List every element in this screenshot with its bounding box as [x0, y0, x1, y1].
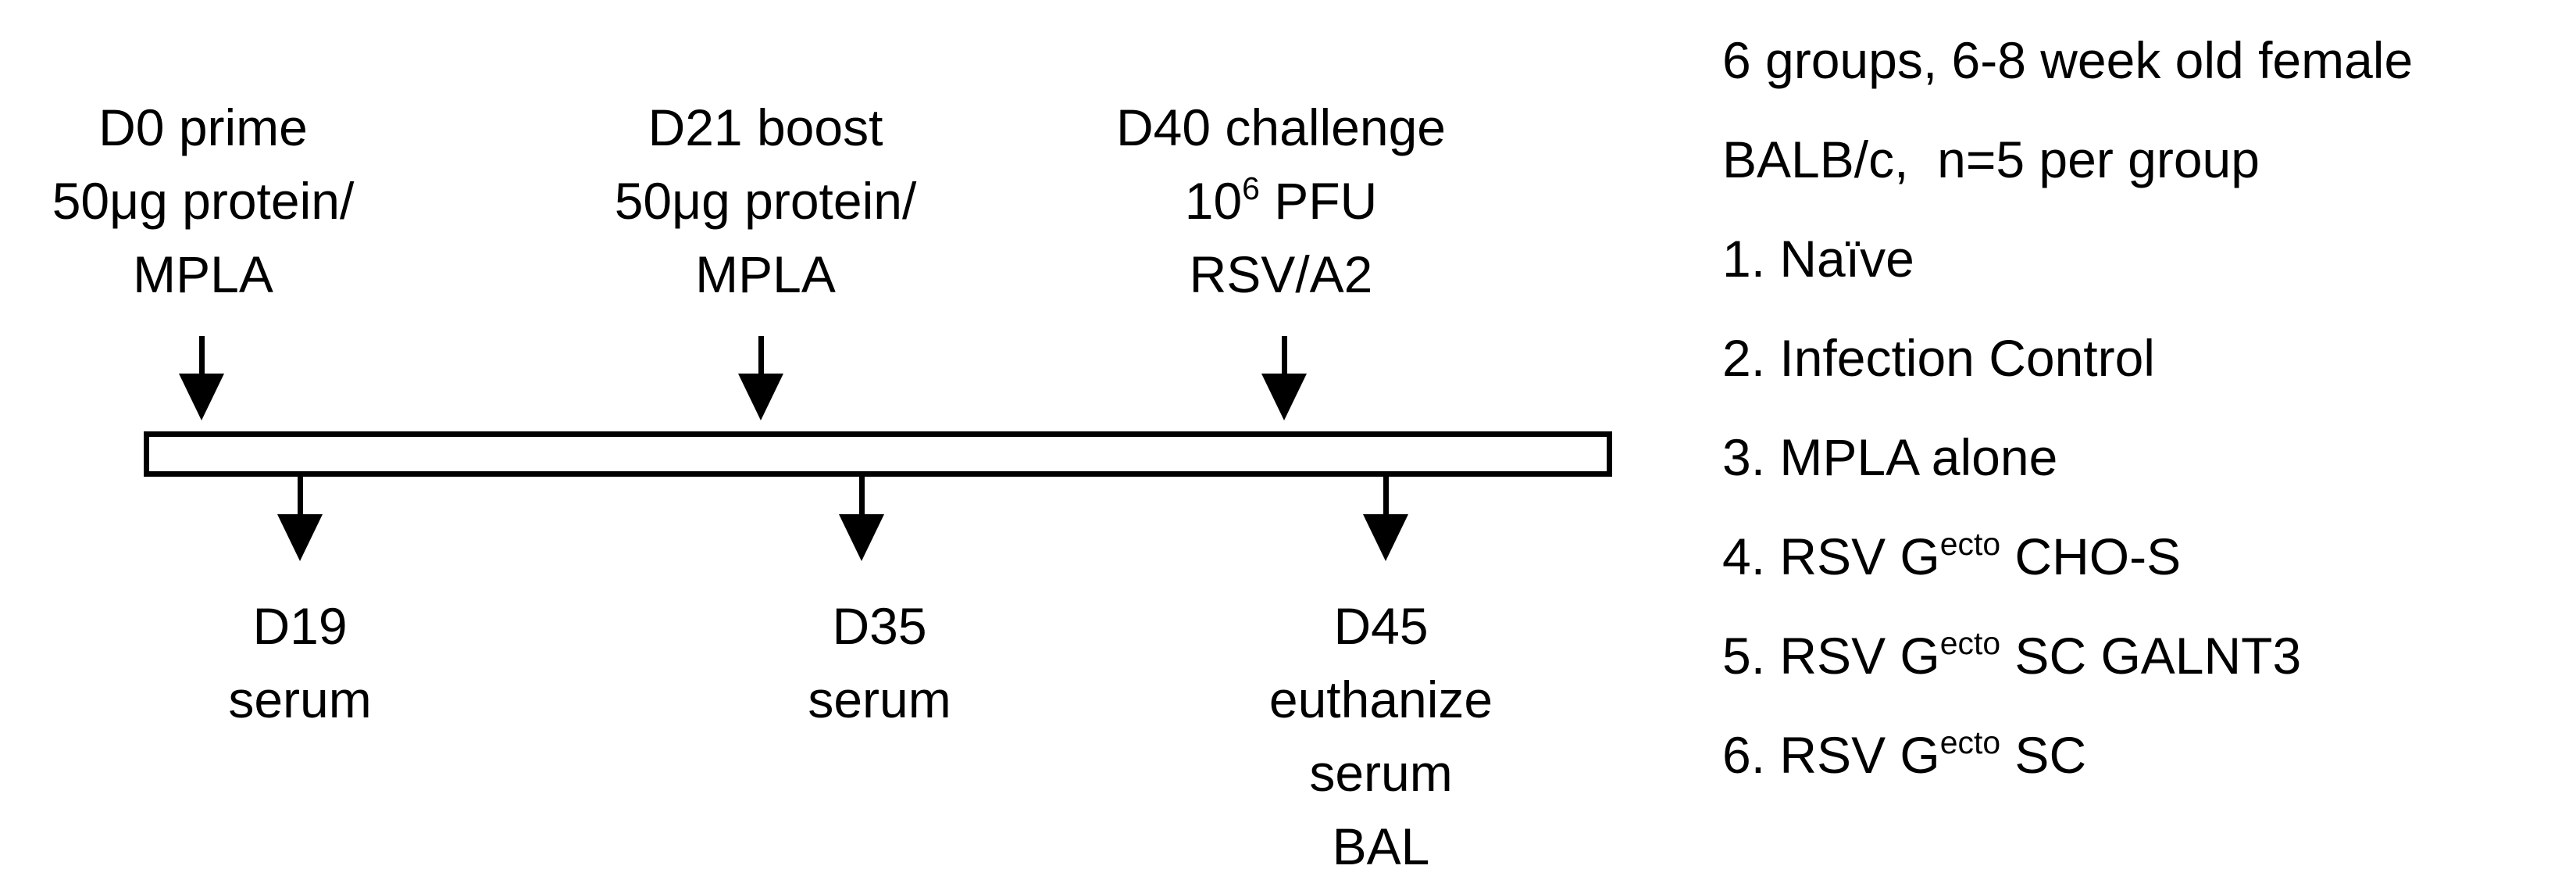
- group-5-suffix: SC GALNT3: [2000, 627, 2302, 685]
- group-6-suffix: SC: [2000, 726, 2087, 784]
- group-4-superscript: ecto: [1939, 525, 2001, 562]
- challenge-dose-unit: PFU: [1259, 172, 1378, 230]
- prime-adjuvant: MPLA: [133, 245, 273, 303]
- group-5-superscript: ecto: [1939, 624, 2001, 661]
- prime-dose: 50μg protein/: [52, 172, 355, 230]
- d35-label: D35 serum: [684, 589, 1075, 736]
- boost-day: D21 boost: [648, 98, 883, 156]
- group-4: 4. RSV Gecto CHO-S: [1722, 507, 2574, 606]
- group-2: 2. Infection Control: [1722, 329, 2155, 387]
- group-1: 1. Naïve: [1722, 230, 1914, 288]
- boost-dose: 50μg protein/: [614, 172, 917, 230]
- study-info-line-1: 6 groups, 6-8 week old female: [1722, 31, 2414, 89]
- d35-sample: serum: [808, 671, 951, 728]
- study-groups-list: 6 groups, 6-8 week old female BALB/c, n=…: [1722, 11, 2574, 805]
- study-info-line-2: BALB/c, n=5 per group: [1722, 131, 2260, 188]
- d45-procedure: euthanize: [1268, 671, 1493, 728]
- d45-label: D45 euthanize serum BAL: [1186, 589, 1576, 883]
- d45-sample-bal: BAL: [1332, 817, 1430, 875]
- timeline-bar: [144, 431, 1612, 477]
- group-3: 3. MPLA alone: [1722, 428, 2058, 486]
- challenge-day: D40 challenge: [1116, 98, 1446, 156]
- d35-day: D35: [832, 597, 927, 655]
- prime-label: D0 prime 50μg protein/ MPLA: [0, 91, 406, 311]
- d19-label: D19 serum: [105, 589, 495, 736]
- group-6-prefix: 6. RSV G: [1722, 726, 1940, 784]
- group-5: 5. RSV Gecto SC GALNT3: [1722, 606, 2574, 706]
- group-4-suffix: CHO-S: [2000, 528, 2182, 585]
- group-5-prefix: 5. RSV G: [1722, 627, 1940, 685]
- group-4-prefix: 4. RSV G: [1722, 528, 1940, 585]
- challenge-label: D40 challenge 106 PFU RSV/A2: [1078, 91, 1484, 311]
- d45-day: D45: [1333, 597, 1429, 655]
- challenge-virus: RSV/A2: [1189, 245, 1373, 303]
- boost-label: D21 boost 50μg protein/ MPLA: [562, 91, 969, 311]
- challenge-dose: 106 PFU: [1078, 164, 1484, 238]
- group-6: 6. RSV Gecto SC: [1722, 706, 2574, 805]
- d45-sample-serum: serum: [1309, 744, 1453, 802]
- d19-day: D19: [252, 597, 348, 655]
- challenge-dose-exponent: 6: [1242, 170, 1260, 206]
- boost-adjuvant: MPLA: [695, 245, 836, 303]
- group-6-superscript: ecto: [1939, 724, 2001, 760]
- prime-day: D0 prime: [98, 98, 308, 156]
- d19-sample: serum: [228, 671, 372, 728]
- challenge-dose-base: 10: [1184, 172, 1243, 230]
